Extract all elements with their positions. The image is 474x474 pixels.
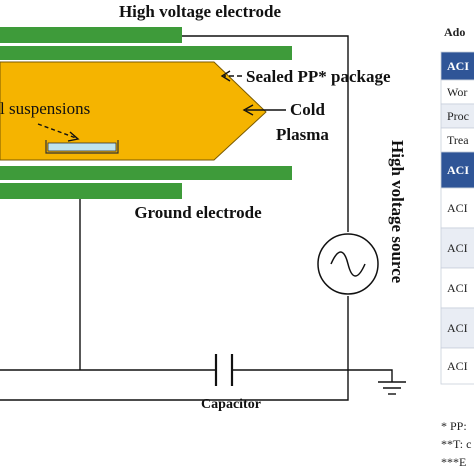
wire-capacitor-line-right [232, 369, 393, 382]
table-footnote-2: **T: c [441, 437, 471, 451]
table-footnote-1: * PP: [441, 419, 467, 433]
table-row-label: ACI [447, 359, 468, 373]
table-row-bg [440, 347, 474, 385]
table-row-label: Proc [447, 109, 469, 123]
table-row-bg [440, 307, 474, 349]
table-row-bg [440, 187, 474, 229]
table-row-bg [440, 127, 474, 153]
ground-symbol [378, 381, 406, 395]
suspensions-label: l suspensions [0, 99, 90, 118]
capacitor-label: Capacitor [201, 397, 261, 412]
table-row-label: ACI [447, 241, 468, 255]
ground-electrode-plate [0, 183, 182, 199]
capacitor-symbol [214, 354, 234, 386]
table-footnote-3: ***E [441, 455, 466, 469]
table-row-label: ACI [447, 163, 469, 177]
plasma-chamber [0, 61, 267, 161]
table-row-label: Wor [447, 85, 467, 99]
plasma-label: Plasma [276, 125, 329, 144]
table-row-label: ACI [447, 59, 469, 73]
sealed-package-arrow [220, 70, 242, 82]
hv-source-label: High voltage source [388, 140, 407, 284]
table-row-label: ACI [447, 321, 468, 335]
package-top-layer [0, 46, 292, 60]
wire-hv-top [182, 35, 349, 232]
ac-source-symbol [317, 233, 379, 295]
table-row-label: ACI [447, 281, 468, 295]
suspension-arrow [37, 123, 80, 142]
ground-electrode-label: Ground electrode [134, 203, 262, 222]
cold-label: Cold [290, 100, 326, 119]
sample-dish [45, 140, 119, 154]
table-row-bg [440, 103, 474, 129]
hv-electrode-label: High voltage electrode [119, 2, 282, 21]
circuit-wires [0, 35, 393, 401]
table-row-bg [440, 51, 474, 81]
package-bottom-layer [0, 166, 292, 180]
table-row-bg [440, 151, 474, 189]
table-row-label: ACI [447, 201, 468, 215]
hv-electrode-plate [0, 27, 182, 43]
table-row-label: Trea [447, 133, 469, 147]
table-row-bg [440, 267, 474, 309]
wire-hv-bottom [0, 296, 349, 401]
cold-plasma-arrow [242, 104, 286, 116]
table-header: Ado [444, 25, 465, 39]
sealed-package-label: Sealed PP* package [246, 67, 391, 86]
